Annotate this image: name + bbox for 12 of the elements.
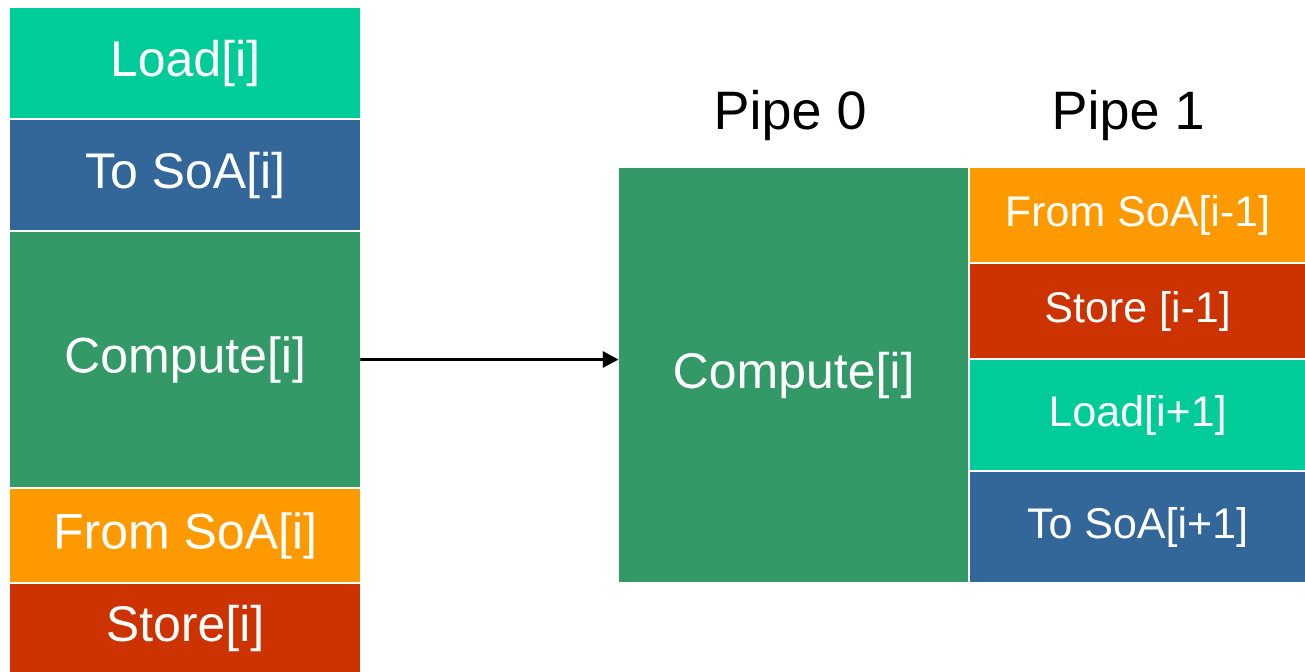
column-heading: Pipe 1 [1055, 89, 1202, 141]
stage-box: Store[i] [10, 584, 360, 672]
stage-box: To SoA[i] [10, 120, 360, 230]
stage-box: From SoA[i-1] [970, 168, 1305, 262]
stage-box: Load[i+1] [970, 360, 1305, 470]
stage-box: To SoA[i+1] [970, 472, 1305, 582]
stage-box: Load[i] [10, 8, 360, 118]
stage-box: Compute[i] [619, 168, 968, 582]
stage-box: From SoA[i] [10, 489, 360, 582]
stage-box: Store [i-1] [970, 264, 1305, 358]
stage-box: Compute[i] [10, 232, 360, 487]
column-heading: Pipe 0 [717, 89, 865, 141]
